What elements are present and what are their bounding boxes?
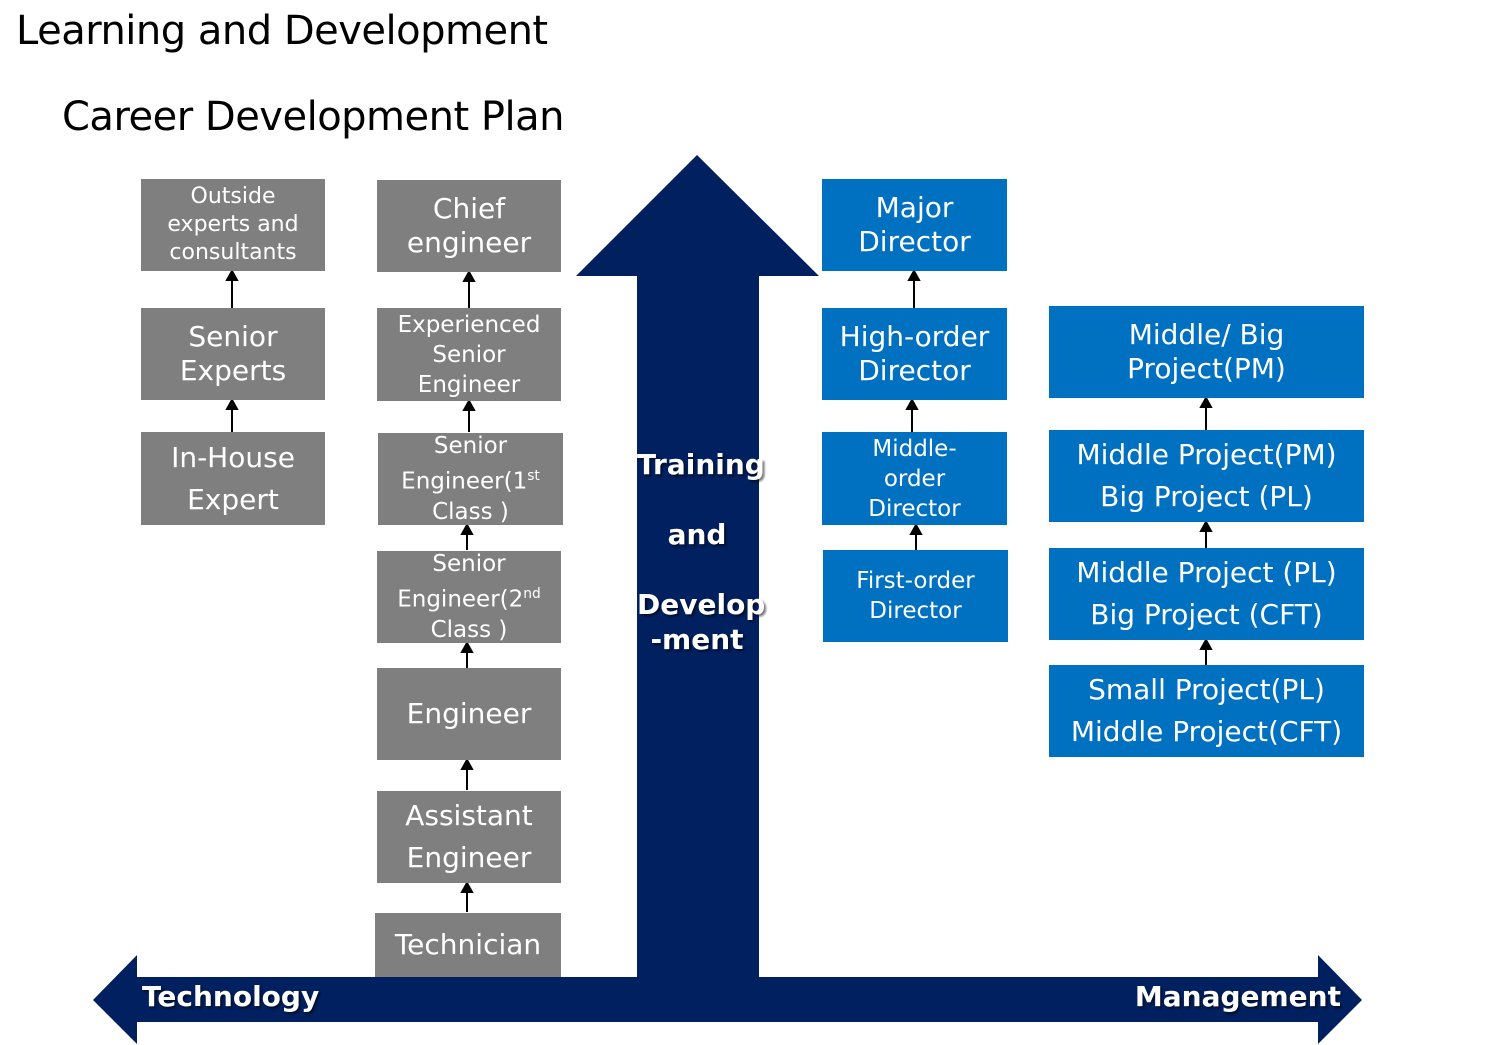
box-high-order-director: High-order Director (822, 308, 1007, 400)
box-middle-big-project-pm: Middle/ Big Project(PM) (1049, 306, 1364, 398)
page-title: Learning and Development (16, 8, 548, 54)
box-senior-engineer-1st: Senior Engineer(1st Class ) (378, 433, 563, 525)
training-label-line-1: Training (637, 448, 765, 481)
box-small-project-pl: Small Project(PL) Middle Project(CFT) (1049, 665, 1364, 757)
axis-label-technology: Technology (142, 980, 320, 1013)
box-middle-project-pm: Middle Project(PM) Big Project (PL) (1049, 430, 1364, 522)
box-first-order-director: First-order Director (823, 550, 1008, 642)
box-major-director: Major Director (822, 179, 1007, 271)
box-assistant-engineer: Assistant Engineer (377, 791, 561, 883)
box-middle-order-director: Middle- order Director (822, 432, 1007, 525)
box-senior-experts: Senior Experts (141, 308, 325, 400)
training-label-line-4: -ment (650, 623, 744, 656)
axis-label-management: Management (1134, 980, 1341, 1013)
training-up-arrow (576, 155, 819, 985)
box-chief-engineer: Chief engineer (377, 180, 561, 272)
technology-management-axis (93, 955, 1362, 1044)
connector-arrows (225, 268, 1213, 912)
box-experienced-senior-engineer: Experienced Senior Engineer (377, 308, 561, 401)
box-in-house-expert: In-House Expert (141, 432, 325, 525)
box-middle-project-pl: Middle Project (PL) Big Project (CFT) (1049, 548, 1364, 640)
training-label-line-3: Develop (637, 588, 766, 621)
box-outside-experts: Outside experts and consultants (141, 179, 325, 271)
training-label-line-2: and (667, 518, 727, 551)
box-engineer: Engineer (377, 668, 561, 760)
box-technician: Technician (375, 913, 561, 977)
page-subtitle: Career Development Plan (62, 94, 564, 140)
box-senior-engineer-2nd: Senior Engineer(2nd Class ) (377, 551, 561, 643)
